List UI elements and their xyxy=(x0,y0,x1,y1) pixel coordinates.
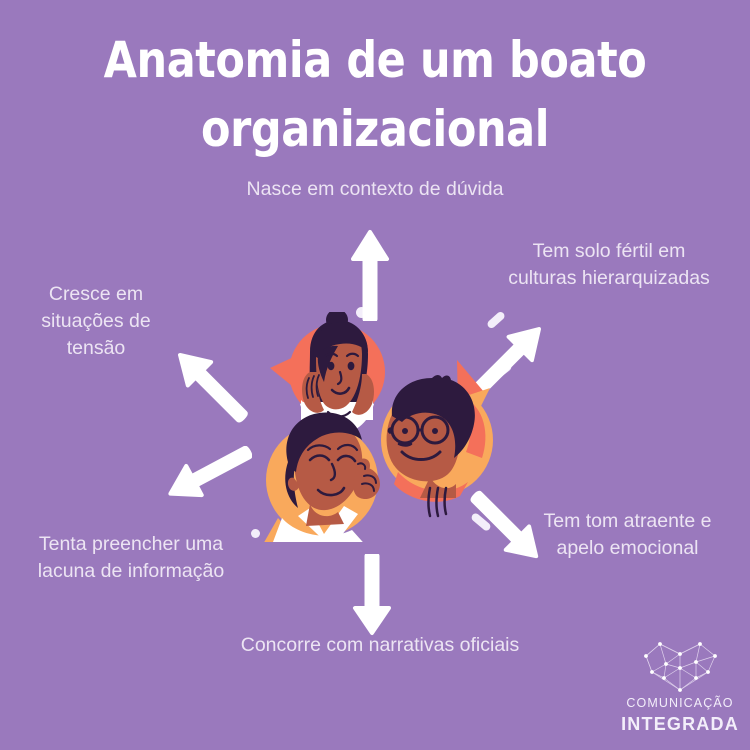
arrow-down-icon xyxy=(353,554,391,635)
logo-line-integrada: INTEGRADA xyxy=(621,714,739,734)
label-concorre-com-narrativas-oficiais: Concorre com narrativas oficiais xyxy=(240,634,520,656)
confetti-fleck xyxy=(251,529,260,538)
label-nasce-em-contexto-de-duvida: Nasce em contexto de dúvida xyxy=(246,178,504,200)
arrow-down-left-icon xyxy=(168,446,252,498)
arrow-up-icon xyxy=(351,230,389,321)
page-title: Anatomia de um boato organizacional xyxy=(103,31,647,158)
label-tenta-preencher-lacuna: Tenta preencher uma lacuna de informação xyxy=(37,533,225,582)
heart-network-icon xyxy=(644,642,717,692)
confetti-fleck xyxy=(356,307,367,318)
label-tem-tom-atraente: Tem tom atraente e apelo emocional xyxy=(543,510,712,559)
label-tem-solo-fertil: Tem solo fértil em culturas hierarquizad… xyxy=(508,240,710,289)
logo-line-comunicacao: COMUNICAÇÃO xyxy=(626,696,734,710)
character-man-with-glasses xyxy=(381,360,493,518)
brand-logo: COMUNICAÇÃO INTEGRADA xyxy=(620,634,740,740)
arrow-down-right-icon xyxy=(470,490,539,559)
three-people-gossiping-illustration xyxy=(264,312,493,542)
label-cresce-em-situacoes-de-tensao: Cresce em situações de tensão xyxy=(41,283,151,359)
arrow-up-left-icon xyxy=(178,353,248,423)
character-man-whispering xyxy=(264,412,380,542)
